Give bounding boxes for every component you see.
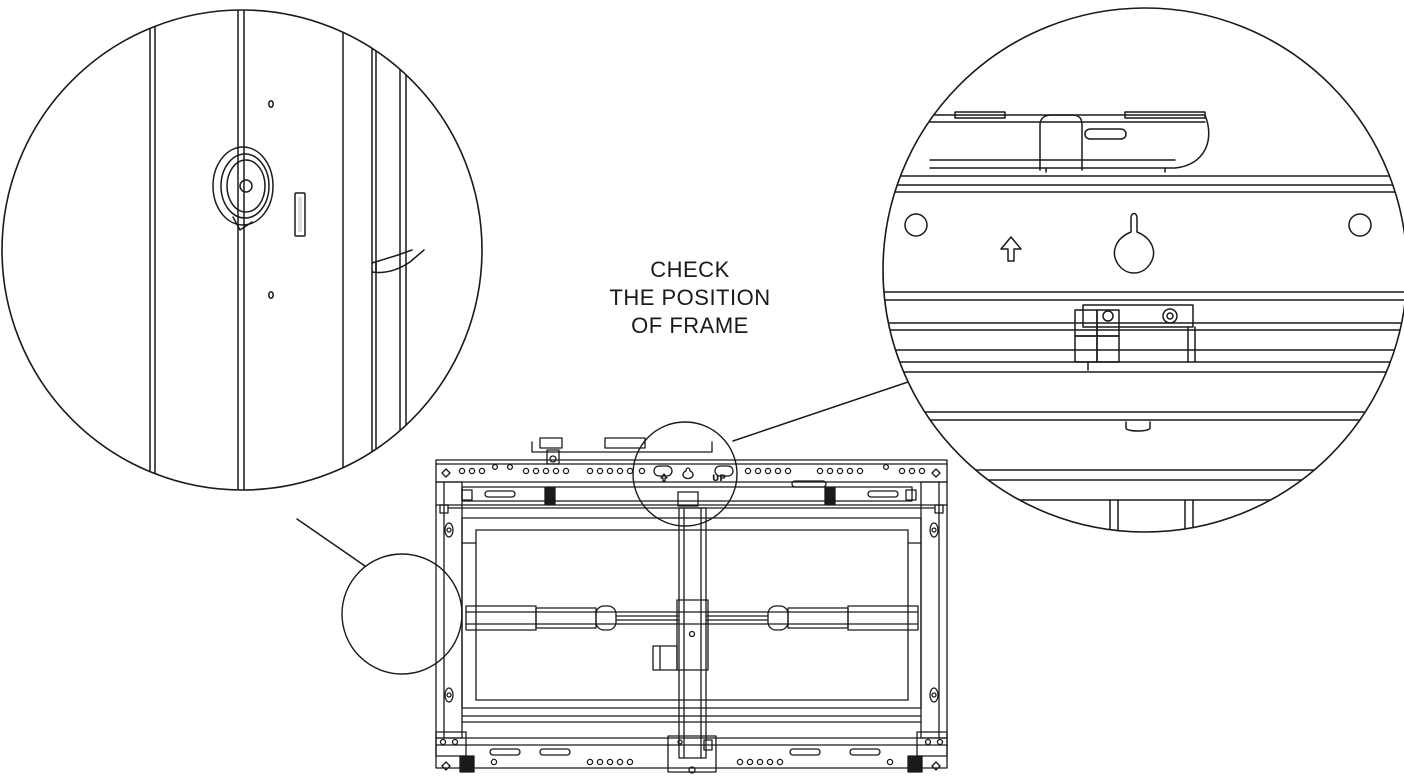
- right-detail-magnifier: [882, 7, 1404, 533]
- instruction-line-3: OF FRAME: [631, 313, 749, 338]
- left-leader-line: [296, 518, 366, 567]
- top-bar-holes: [458, 463, 926, 477]
- frame-up-label: UP: [712, 474, 726, 484]
- instruction-line-1: CHECK: [650, 257, 730, 282]
- keyhole-slot-icon: [1113, 212, 1155, 274]
- hook-clip-icon: [371, 249, 425, 274]
- bottom-bar-holes: [490, 758, 894, 766]
- adjustment-knob-icon: [212, 146, 274, 231]
- wall-mount-frame: UP: [435, 437, 948, 774]
- up-arrow-icon: [1000, 236, 1022, 262]
- right-magnify-marker: [632, 421, 738, 527]
- check-frame-instruction: CHECK THE POSITION OF FRAME: [570, 256, 810, 340]
- right-leader-line: [732, 381, 909, 442]
- left-magnify-marker: [341, 553, 463, 675]
- left-detail-magnifier: [1, 9, 483, 491]
- instruction-line-2: THE POSITION: [609, 285, 771, 310]
